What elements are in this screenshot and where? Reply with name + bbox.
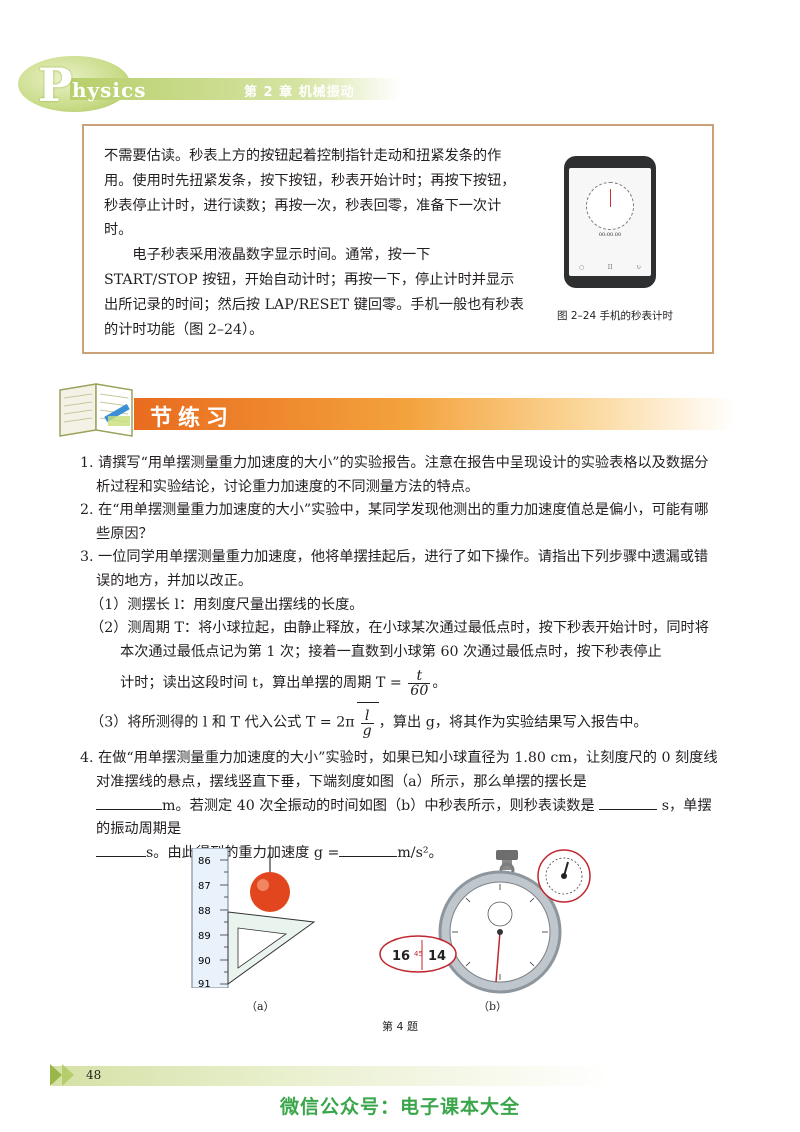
figure-caption-2-24: 图 2–24 手机的秒表计时 — [557, 310, 673, 322]
exercise-2: 2. 在“用单摆测量重力加速度的大小”实验中，某同学发现他测出的重力加速度值总是… — [80, 502, 709, 542]
exercise-3-step-2-end: 。 — [432, 675, 447, 692]
exercise-1: 1. 请撰写“用单摆测量重力加速度的大小”的实验报告。注意在报告中呈现设计的实验… — [80, 455, 709, 495]
footer-bar — [52, 1066, 612, 1086]
figure-a-caption: （a） — [246, 1000, 275, 1013]
figure-main-caption: 第 4 题 — [382, 1020, 418, 1033]
phone-buttons: ○ II ↻ — [579, 264, 641, 271]
exercise-3-step-3-text-b: ，算出 g，将其作为实验结果写入报告中。 — [378, 714, 648, 731]
answer-blank-reading[interactable] — [599, 796, 658, 810]
figure-b-caption: （b） — [478, 1000, 508, 1013]
pendulum-ball — [250, 872, 290, 912]
pause-icon: II — [607, 264, 613, 271]
exercise-3-step-2-formula-line: 计时；读出这段时间 t，算出单摆的周期 T = t 60 。 — [80, 664, 720, 702]
minute-subdial — [487, 901, 513, 927]
exercise-4: 4. 在做“用单摆测量重力加速度的大小”实验时，如果已知小球直径为 1.80 c… — [80, 747, 720, 865]
inset-reading-14: 14 — [428, 949, 446, 964]
fraction-denominator: 60 — [410, 682, 429, 699]
exercise-3-step-3: （3）将所测得的 l 和 T 代入公式 T = 2π l g ，算出 g，将其作… — [80, 702, 720, 743]
ruler-tick-90: 90 — [198, 956, 211, 967]
watermark-text: 微信公众号：电子课本大全 — [279, 1096, 520, 1118]
ruler-tick-91: 91 — [198, 979, 211, 988]
ruler-tick-86: 86 — [198, 856, 211, 867]
exercise-3-step-1: （1）测摆长 l：用刻度尺量出摆线的长度。 — [90, 596, 364, 613]
reading-paragraph-2: 电子秒表采用液晶数字显示时间。通常，按一下 START/STOP 按钮，开始自动… — [104, 247, 524, 338]
ruler-tick-89: 89 — [198, 931, 211, 942]
fraction-l-over-g: l g — [360, 709, 374, 739]
section-banner — [134, 398, 734, 430]
answer-blank-length[interactable] — [96, 796, 162, 810]
answer-blank-period[interactable] — [96, 843, 146, 857]
header-bar — [70, 78, 400, 100]
fraction-numerator-l: l — [360, 709, 374, 724]
inset-reading-16: 16 — [392, 949, 410, 964]
ruler-tick-88: 88 — [198, 906, 211, 917]
reset-icon: ○ — [579, 264, 585, 271]
sqrt-l-over-g: l g — [356, 702, 379, 743]
figure-a-ruler: 86 87 88 89 90 91 — [191, 848, 316, 988]
exercise-4-text-a: 4. 在做“用单摆测量重力加速度的大小”实验时，如果已知小球直径为 1.80 c… — [80, 750, 718, 790]
ruler-tick-marks — [220, 859, 228, 985]
exercise-3: 3. 一位同学用单摆测量重力加速度，他将单摆挂起后，进行了如下操作。请指出下列步… — [80, 549, 709, 589]
exercise-3-step-2-text: 计时；读出这段时间 t，算出单摆的周期 T = — [120, 675, 402, 692]
header-chapter-title: 第 2 章 机械振动 — [244, 85, 355, 100]
exercise-4-text-e: m/s²。 — [397, 844, 443, 861]
second-scale-zoom-inset — [379, 935, 457, 973]
refresh-icon: ↻ — [635, 264, 641, 271]
second-hand — [495, 931, 501, 983]
fraction-denominator-g: g — [362, 722, 372, 739]
header-logo-text: hysics — [72, 78, 147, 102]
exercise-4-text-c: s，单摆的振动周期是 — [96, 797, 712, 838]
notebook-pencil-icon — [59, 383, 133, 437]
fraction-numerator: t — [408, 669, 431, 684]
page-number: 48 — [86, 1068, 102, 1082]
reading-box: 不需要估读。秒表上方的按钮起着控制指针走动和扭紧发条的作用。使用时先扭紧发条，按… — [82, 124, 714, 354]
phone-stopwatch-image: 00:00.00 ○ II ↻ — [564, 156, 656, 288]
reading-text: 不需要估读。秒表上方的按钮起着控制指针走动和扭紧发条的作用。使用时先扭紧发条，按… — [104, 144, 524, 342]
header-logo-letter: P — [38, 58, 73, 112]
inset-reading-45: 45 — [414, 950, 423, 958]
exercise-list: 1. 请撰写“用单摆测量重力加速度的大小”的实验报告。注意在报告中呈现设计的实验… — [80, 452, 720, 865]
exercise-3-step-2: （2）测周期 T：将小球拉起，由静止释放，在小球某次通过最低点时，按下秒表开始计… — [90, 620, 709, 660]
double-chevron-icon — [50, 1064, 74, 1086]
figure-b-stopwatch: 16 45 14 — [379, 849, 591, 994]
fraction-t-over-60: t 60 — [408, 669, 431, 699]
phone-screen: 00:00.00 ○ II ↻ — [569, 168, 651, 276]
stopwatch-dial-icon — [586, 182, 634, 230]
section-title: 节练习 — [150, 406, 235, 431]
ruler-tick-87: 87 — [198, 881, 211, 892]
phone-digits: 00:00.00 — [598, 232, 622, 238]
exercise-3-step-3-text-a: （3）将所测得的 l 和 T 代入公式 T = 2π — [90, 714, 355, 731]
reading-paragraph-1: 不需要估读。秒表上方的按钮起着控制指针走动和扭紧发条的作用。使用时先扭紧发条，按… — [104, 148, 516, 239]
exercise-4-text-b: m。若测定 40 次全振动的时间如图（b）中秒表所示，则秒表读数是 — [162, 797, 595, 814]
answer-blank-gravity[interactable] — [339, 843, 398, 857]
